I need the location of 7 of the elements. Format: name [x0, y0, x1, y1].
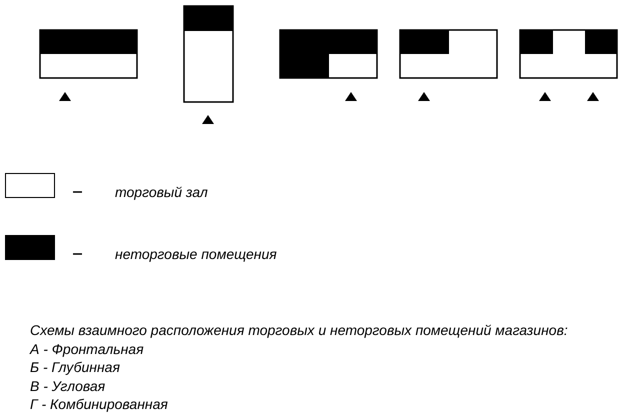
caption: Схемы взаимного расположения торговых и неторговых помещений магазинов: [30, 322, 568, 338]
list-item: Б - Глубинная [30, 359, 120, 375]
legend-text: неторговые помещения [115, 246, 277, 262]
list-item: В - Угловая [30, 378, 106, 394]
list-item: А - Фронтальная [30, 340, 144, 356]
list-item: Г - Комбинированная [30, 396, 168, 412]
legend-text: торговый зал [115, 184, 208, 200]
